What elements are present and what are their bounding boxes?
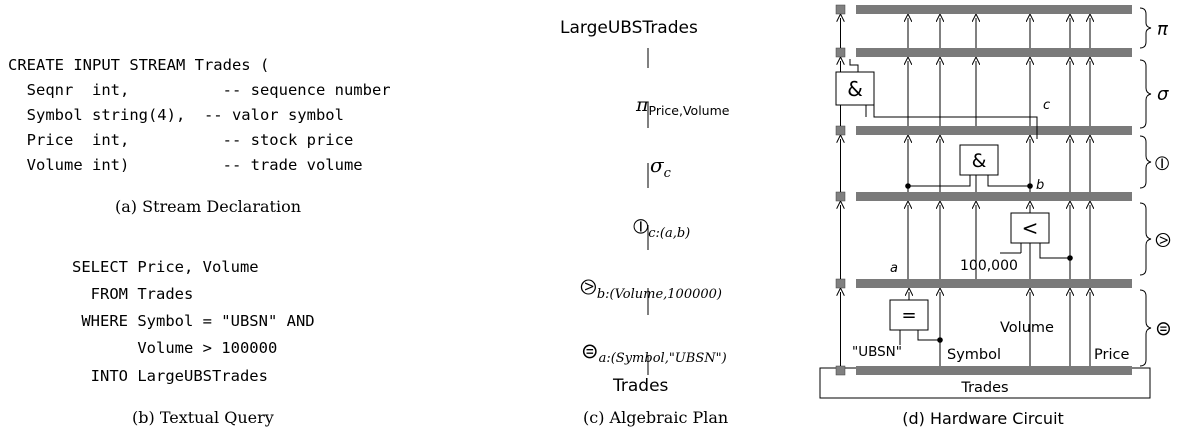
caption-d: (d) Hardware Circuit xyxy=(902,409,1064,428)
brace-sigma-label: σ xyxy=(1157,84,1169,105)
greater-than-subscript: b:(Volume,100000) xyxy=(596,287,722,302)
less-than-gate-label: < xyxy=(1022,216,1039,240)
query-line: INTO LargeUBSTrades xyxy=(72,367,268,385)
code-line: Volume int) -- trade volume xyxy=(8,156,363,174)
signal-b-label: b xyxy=(1036,178,1044,193)
code-line: CREATE INPUT STREAM Trades ( xyxy=(8,56,270,74)
less-than-gate xyxy=(1010,212,1050,244)
greater-than-icon: ⧁ xyxy=(580,275,597,299)
query-line: Volume > 100000 xyxy=(72,339,278,357)
symbol-field-label: Symbol xyxy=(947,347,1001,363)
caption-a: (a) Stream Declaration xyxy=(115,197,301,216)
and-gate-combine xyxy=(959,144,999,176)
and-gate-selection xyxy=(835,71,875,106)
and-gate-combine-label: & xyxy=(972,150,987,172)
code-line: Symbol string(4), -- valor symbol xyxy=(8,106,344,124)
pi-symbol: π xyxy=(636,94,649,116)
query-line: SELECT Price, Volume xyxy=(72,258,259,276)
code-line: Seqnr int, -- sequence number xyxy=(8,81,391,99)
input-stream-name: Trades xyxy=(613,376,669,396)
output-stream-name: LargeUBSTrades xyxy=(560,18,698,38)
brace-pi-label: π xyxy=(1157,19,1169,40)
stage-braces xyxy=(1139,7,1152,367)
ubsn-constant-label: "UBSN" xyxy=(852,344,902,360)
greater-than-op: ⧁b:(Volume,100000) xyxy=(564,257,722,318)
trades-input-label: Trades xyxy=(960,380,1008,396)
volume-field-label: Volume xyxy=(1000,320,1054,336)
query-line: FROM Trades xyxy=(72,285,194,303)
signal-a-label: a xyxy=(890,261,898,276)
query-line: WHERE Symbol = "UBSN" AND xyxy=(72,312,315,330)
caption-c: (c) Algebraic Plan xyxy=(583,408,729,427)
sigma-subscript: c xyxy=(663,166,671,181)
equals-op: ⊜a:(Symbol,"UBSN") xyxy=(565,321,727,381)
equals-gate-label: = xyxy=(901,305,916,326)
and-op: ⦶c:(a,b) xyxy=(617,196,690,257)
signal-c-label: c xyxy=(1043,98,1050,113)
code-line: Price int, -- stock price xyxy=(8,131,354,149)
equals-gate xyxy=(889,299,929,331)
selection-op: σc xyxy=(634,135,671,195)
caption-b: (b) Textual Query xyxy=(132,408,274,427)
equals-subscript: a:(Symbol,"UBSN") xyxy=(598,351,727,366)
and-icon: ⦶ xyxy=(633,214,649,238)
equals-icon: ⊜ xyxy=(581,339,599,363)
and-gate-selection-label: & xyxy=(847,77,863,101)
data-columns xyxy=(908,18,1090,366)
brace-eq-icon: ⊜ xyxy=(1155,316,1172,340)
pi-subscript: Price,Volume xyxy=(648,103,730,118)
plan-connectors xyxy=(647,48,649,375)
constant-value-label: 100,000 xyxy=(960,258,1018,274)
brace-gt-icon: ⧁ xyxy=(1155,228,1171,252)
brace-and-icon: ⦶ xyxy=(1155,151,1170,175)
stage-bars xyxy=(856,5,1132,375)
price-field-label: Price xyxy=(1094,347,1129,363)
sigma-symbol: σ xyxy=(650,153,664,177)
and-subscript: c:(a,b) xyxy=(648,226,691,241)
projection-op: πPrice,Volume xyxy=(620,76,729,134)
